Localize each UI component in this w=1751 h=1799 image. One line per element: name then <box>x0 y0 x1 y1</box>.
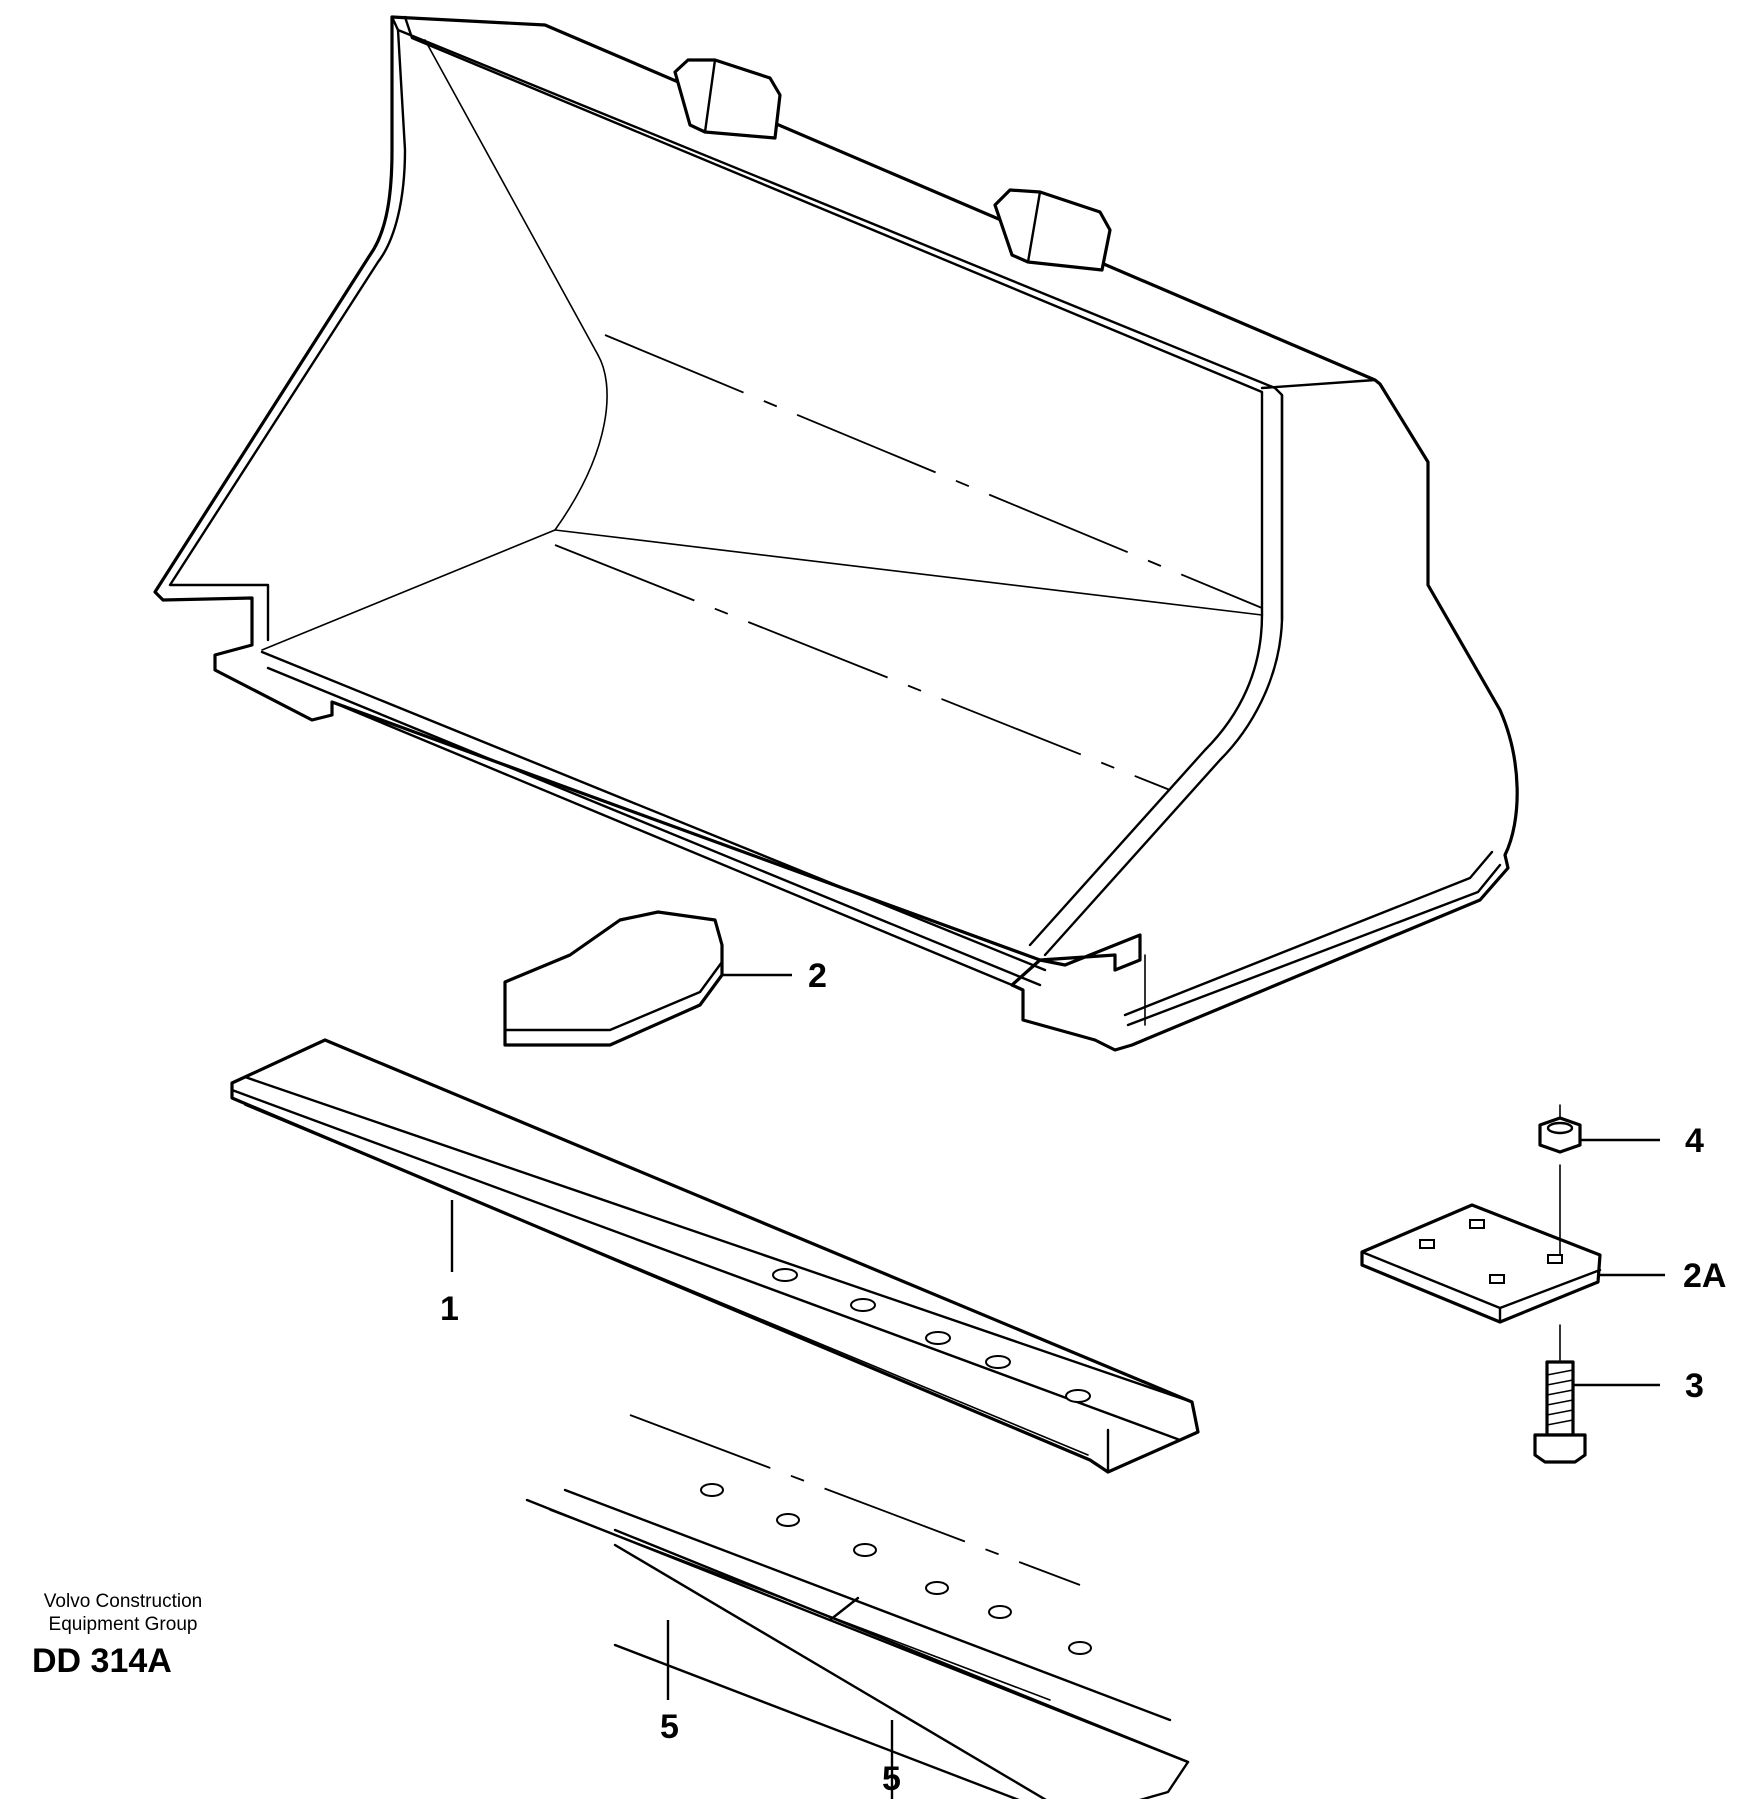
bucket <box>153 15 1519 1052</box>
publisher-line-2: Equipment Group <box>48 1614 198 1635</box>
callout-5b: 5 <box>882 1760 901 1798</box>
cutting-edge-segments-part-5 <box>525 1414 1190 1799</box>
callout-4: 4 <box>1685 1122 1704 1160</box>
publisher-line-1: Volvo Construction <box>43 1591 203 1612</box>
publisher-footer: Volvo Construction Equipment Group DD 31… <box>8 1590 238 1681</box>
callout-2: 2 <box>808 957 827 995</box>
clamp-plate-part-2A <box>1360 1203 1665 1324</box>
bolt-part-3 <box>1533 1324 1660 1464</box>
cutting-edge-part-1 <box>230 1038 1200 1474</box>
callout-5a: 5 <box>660 1708 679 1746</box>
wear-plate-part-2 <box>503 910 792 1047</box>
callout-2a: 2A <box>1683 1257 1726 1295</box>
diagram-code: DD 314A <box>32 1642 172 1680</box>
nut-part-4 <box>1538 1104 1660 1256</box>
callout-1: 1 <box>440 1290 459 1328</box>
callout-3: 3 <box>1685 1367 1704 1405</box>
